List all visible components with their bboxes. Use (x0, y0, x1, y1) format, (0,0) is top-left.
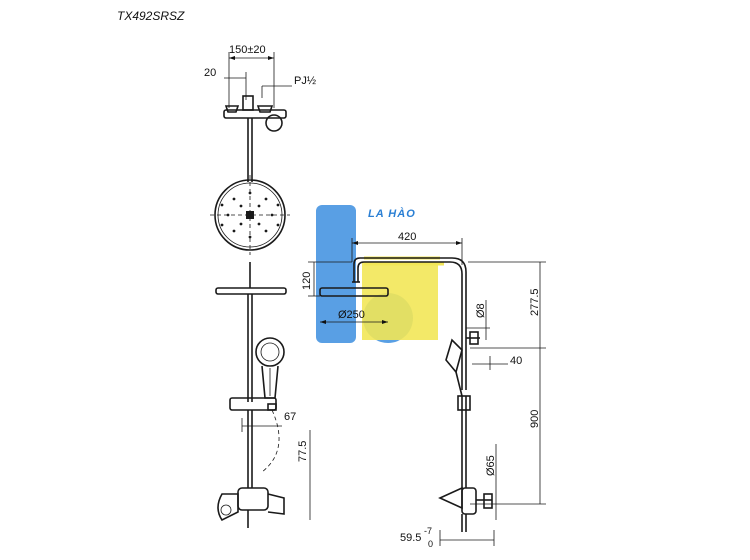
side-view: 420 120 Ø250 277.5 Ø8 40 (301, 231, 546, 549)
watermark-logo (316, 205, 444, 343)
dim-head-diameter: Ø250 (338, 309, 365, 321)
model-code: TX492SRSZ (117, 9, 185, 23)
dim-pipe: Ø8 (475, 303, 487, 318)
dim-arm-length: 420 (398, 231, 416, 243)
dim-thread: PJ½ (294, 75, 316, 87)
dim-arm-height: 120 (301, 272, 313, 290)
dim-inlet-spacing: 150±20 (229, 44, 266, 56)
dim-holder: 67 (284, 411, 296, 423)
dim-hose: 77.5 (297, 441, 309, 462)
dim-bottom-main: 59.5 (400, 532, 421, 544)
dim-height: 900 (529, 410, 541, 428)
dim-pipe-lower: Ø65 (485, 455, 497, 476)
watermark-text: LA HÀO (368, 207, 416, 220)
front-view: 150±20 20 PJ½ (204, 44, 316, 528)
dim-bottom-upper: -7 (424, 526, 432, 536)
dim-offset: 20 (204, 67, 216, 79)
dim-bottom-lower: 0 (428, 539, 433, 549)
dim-wall: 40 (510, 355, 522, 367)
dim-top: 277.5 (529, 288, 541, 316)
